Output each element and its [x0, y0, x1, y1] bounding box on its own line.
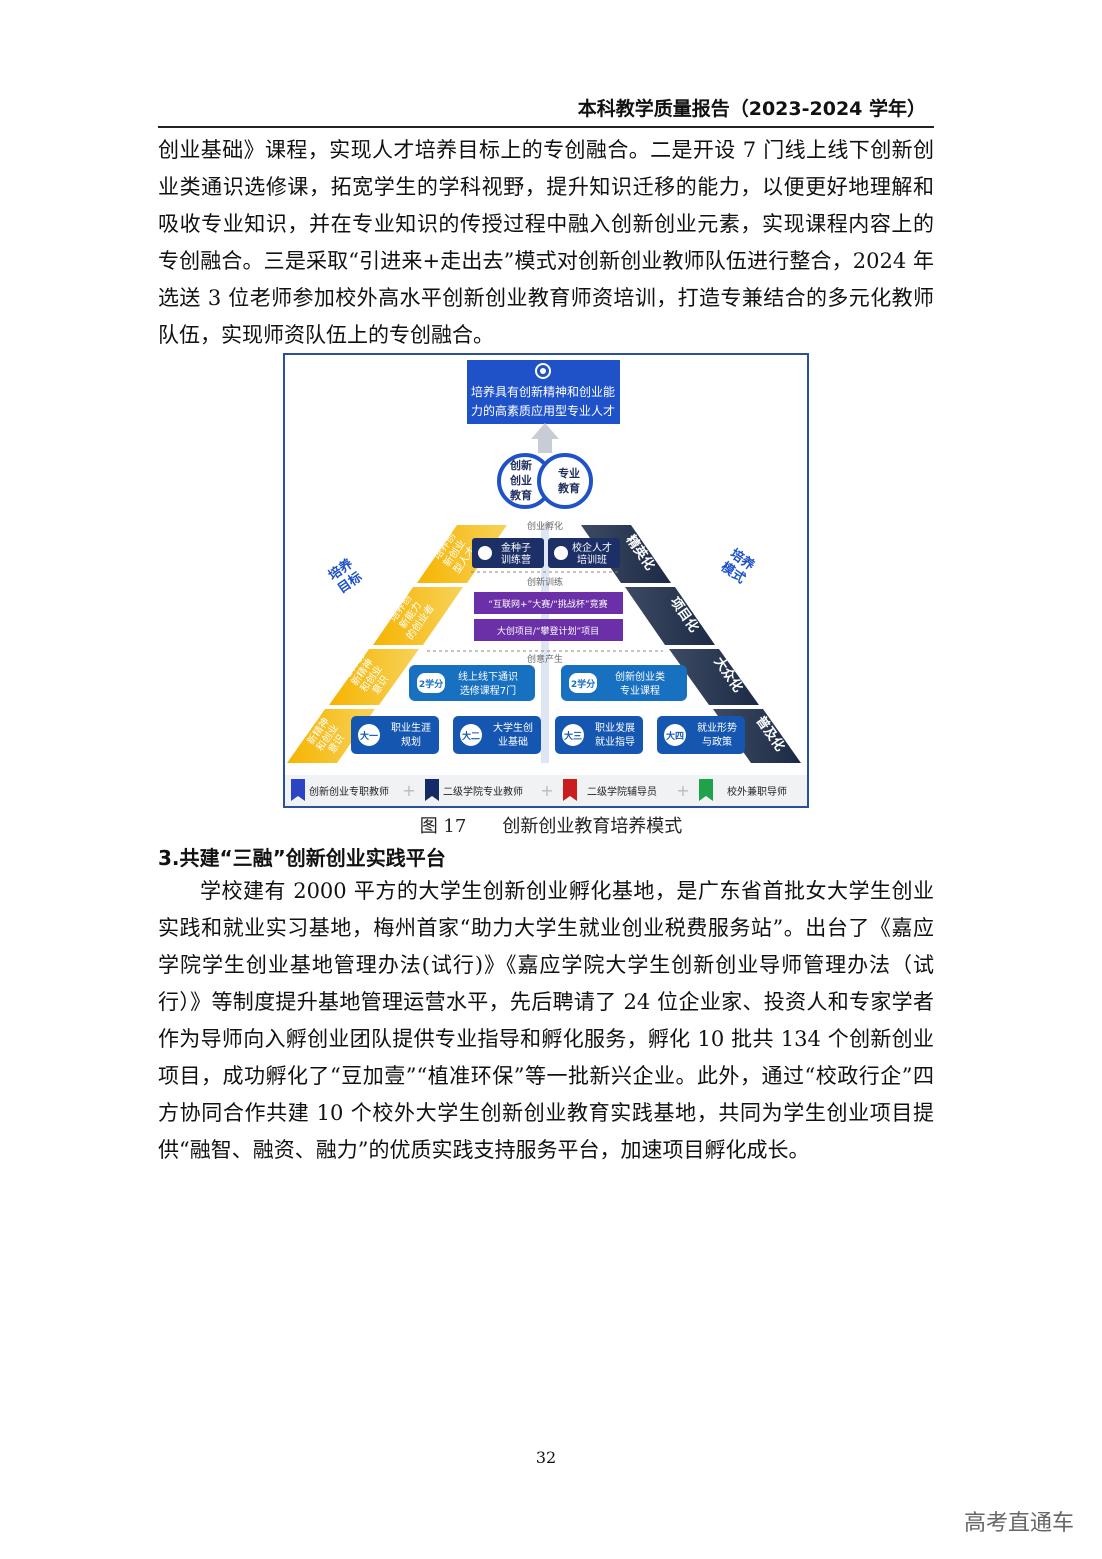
- circle-right-2: 教育: [557, 481, 580, 495]
- layer-label-2: 创新训练: [527, 576, 563, 588]
- paragraph-text: 创业基础》课程，实现人才培养目标上的专创融合。二是开设 7 门线上线下创新创业类…: [158, 138, 934, 347]
- body-paragraph-1: 创业基础》课程，实现人才培养目标上的专创融合。二是开设 7 门线上线下创新创业类…: [158, 132, 934, 354]
- goal-box: 培养具有创新精神和创业能 力的高素质应用型专业人才: [467, 360, 620, 424]
- svg-text:+: +: [540, 781, 553, 800]
- svg-text:+: +: [676, 781, 689, 800]
- svg-text:校外兼职导师: 校外兼职导师: [727, 785, 787, 798]
- svg-text:规划: 规划: [401, 735, 421, 748]
- layer-label-3: 创意产生: [527, 653, 563, 665]
- bookmark-icon: [563, 779, 577, 801]
- svg-text:+: +: [402, 781, 415, 800]
- svg-text:专业课程: 专业课程: [620, 684, 660, 697]
- svg-text:训练营: 训练营: [501, 553, 531, 566]
- legend-item-2: 二级学院专业教师: [425, 779, 523, 801]
- body-paragraph-2: 学校建有 2000 平方的大学生创新创业孵化基地，是广东省首批女大学生创业实践和…: [158, 873, 934, 1169]
- svg-text:培训班: 培训班: [577, 553, 607, 566]
- side-label-right: 培养 模式: [718, 546, 758, 587]
- svg-text:线上线下通识: 线上线下通识: [458, 670, 518, 683]
- svg-text:大创项目/“攀登计划”项目: 大创项目/“攀登计划”项目: [497, 625, 599, 637]
- svg-text:2学分: 2学分: [571, 678, 595, 690]
- circle-left-1: 创新: [509, 458, 532, 472]
- up-arrow-icon: [531, 423, 559, 453]
- row1-boxes: 金种子 训练营 校企人才 培训班: [472, 538, 620, 568]
- svg-text:2学分: 2学分: [419, 678, 443, 690]
- svg-text:创新创业类: 创新创业类: [615, 670, 665, 683]
- svg-text:创新创业专职教师: 创新创业专职教师: [309, 785, 389, 798]
- svg-text:就业形势: 就业形势: [697, 721, 737, 734]
- figure-caption: 图 17 创新创业教育培养模式: [419, 816, 683, 837]
- svg-text:职业生涯: 职业生涯: [391, 721, 431, 734]
- svg-text:选修课程7门: 选修课程7门: [460, 684, 516, 697]
- svg-text:职业发展: 职业发展: [595, 721, 635, 734]
- watermark: 高考直通车: [963, 1511, 1074, 1536]
- svg-text:二级学院专业教师: 二级学院专业教师: [443, 785, 523, 798]
- goal-line-1: 培养具有创新精神和创业能: [471, 384, 615, 399]
- target-icon: [535, 363, 551, 379]
- svg-text:就业指导: 就业指导: [595, 735, 635, 748]
- svg-text:大二: 大二: [462, 730, 480, 742]
- legend-item-1: 创新创业专职教师: [291, 779, 389, 801]
- paragraph-text: 学校建有 2000 平方的大学生创新创业孵化基地，是广东省首批女大学生创业实践和…: [158, 879, 934, 1162]
- page-header: 本科教学质量报告（2023-2024 学年）: [158, 92, 934, 128]
- legend-item-3: 二级学院辅导员: [563, 779, 657, 801]
- section-heading: 3.共建“三融”创新创业实践平台: [158, 846, 446, 870]
- row2-boxes: “互联网+”大赛/“挑战杯”竞赛 大创项目/“攀登计划”项目: [474, 592, 623, 641]
- svg-text:大一: 大一: [360, 730, 378, 742]
- svg-text:校企人才: 校企人才: [572, 541, 612, 554]
- svg-text:“互联网+”大赛/“挑战杯”竞赛: “互联网+”大赛/“挑战杯”竞赛: [488, 598, 607, 610]
- svg-text:大四: 大四: [666, 730, 684, 742]
- svg-text:二级学院辅导员: 二级学院辅导员: [587, 785, 657, 798]
- row3-boxes: 2学分 线上线下通识 选修课程7门 2学分 创新创业类 专业课程: [409, 665, 687, 701]
- circle-left-2: 创业: [509, 473, 532, 487]
- svg-text:大学生创: 大学生创: [493, 721, 533, 734]
- legend: 创新创业专职教师 + 二级学院专业教师 + 二级学院辅导员 + 校外兼职导师: [285, 775, 807, 806]
- goal-line-2: 力的高素质应用型专业人才: [471, 403, 615, 418]
- circle-left-3: 教育: [509, 488, 532, 502]
- layer-label-1: 创业孵化: [527, 520, 563, 532]
- bookmark-icon: [425, 779, 439, 801]
- legend-item-4: 校外兼职导师: [699, 779, 787, 801]
- svg-text:与政策: 与政策: [702, 735, 732, 748]
- circle-right-1: 专业: [558, 466, 580, 480]
- integration-circles: 创新 创业 教育 专业 教育: [497, 453, 593, 509]
- svg-text:大三: 大三: [564, 730, 582, 742]
- svg-text:金种子: 金种子: [501, 541, 531, 554]
- education-model-diagram: 培养具有创新精神和创业能 力的高素质应用型专业人才 创新 创业 教育 专业 教育…: [283, 353, 809, 808]
- svg-text:业基础: 业基础: [498, 735, 528, 748]
- row4-boxes: 大一 职业生涯 规划 大二 大学生创 业基础 大三 职业发展 就业指导 大四 就…: [351, 716, 745, 754]
- bookmark-icon: [699, 779, 713, 801]
- header-title: 本科教学质量报告（2023-2024 学年）: [577, 98, 926, 120]
- bookmark-icon: [291, 779, 305, 801]
- side-label-left: 培养 目标: [325, 555, 365, 597]
- page-number: 32: [535, 1448, 557, 1467]
